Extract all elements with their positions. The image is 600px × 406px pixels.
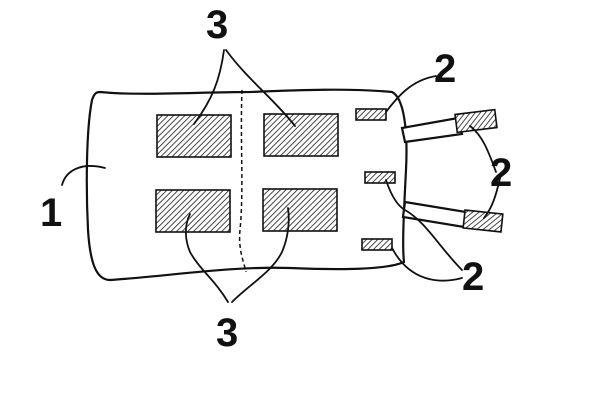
label-patches-bottom: 3 — [216, 311, 238, 355]
strap-lower — [401, 200, 504, 233]
label-patches-top: 3 — [206, 3, 228, 47]
leader-2-right-b — [483, 177, 501, 219]
fastener-bottom — [361, 238, 393, 251]
leader-3-top-right — [225, 49, 296, 127]
leader-2-bottom-a — [385, 179, 463, 271]
leader-1 — [61, 165, 106, 186]
fastener-top — [355, 108, 387, 121]
strap-upper-tab — [454, 108, 498, 134]
patch-bottom-left — [155, 189, 231, 233]
leader-3-top-left — [193, 49, 225, 125]
label-fasteners-right: 2 — [490, 151, 512, 195]
strap-upper — [400, 108, 498, 144]
fold-line — [238, 89, 247, 273]
fastener-middle — [364, 171, 396, 184]
label-fasteners-bottom: 2 — [462, 255, 484, 299]
patch-top-left — [156, 114, 232, 158]
leader-2-right — [469, 125, 497, 173]
patch-bottom-right — [262, 188, 338, 232]
patch-top-right — [263, 113, 339, 157]
leader-2-bottom-b — [391, 247, 463, 282]
label-body: 1 — [40, 191, 62, 235]
leader-3-bottom-left — [184, 213, 229, 303]
label-fasteners-top: 2 — [434, 47, 456, 91]
leader-2-top — [385, 75, 437, 113]
leader-3-bottom-right — [231, 207, 290, 303]
strap-lower-tab — [462, 209, 504, 233]
